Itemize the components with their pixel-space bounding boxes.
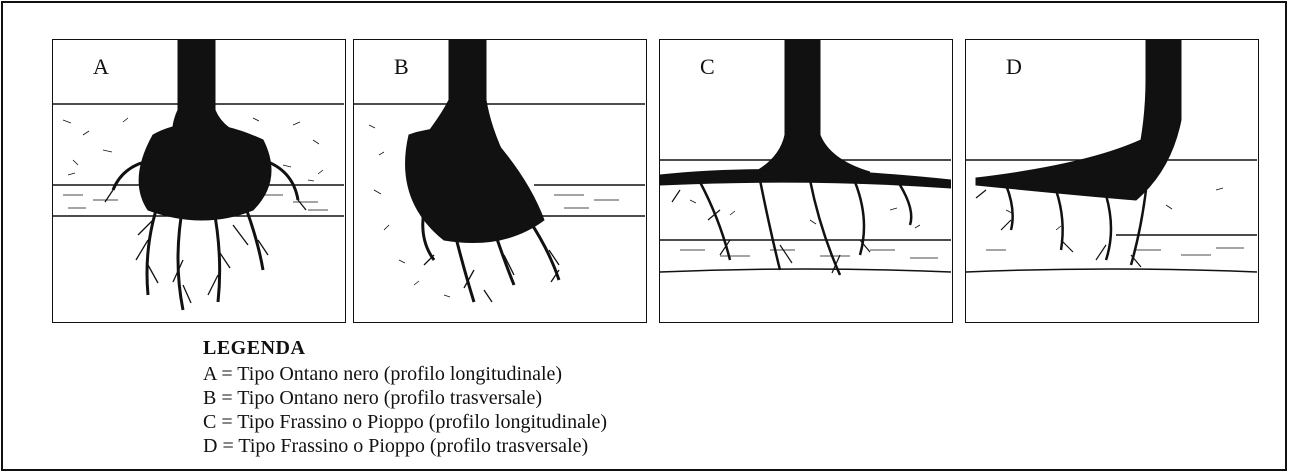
legend-item-c: C = Tipo Frassino o Pioppo (profilo long…: [203, 410, 607, 434]
root-drawing-a: [53, 40, 344, 321]
panel-b: B: [353, 39, 647, 323]
legend: LEGENDA A = Tipo Ontano nero (profilo lo…: [203, 337, 607, 458]
legend-title: LEGENDA: [203, 337, 607, 360]
root-drawing-b: [354, 40, 645, 321]
panel-d: D: [965, 39, 1259, 323]
trunk-and-roots-b: [406, 40, 559, 302]
root-drawing-c: [660, 40, 951, 321]
panel-label-d: D: [1006, 54, 1022, 80]
panel-c: C: [659, 39, 953, 323]
legend-item-d: D = Tipo Frassino o Pioppo (profilo tras…: [203, 434, 607, 458]
trunk-and-roots-a: [105, 40, 306, 310]
legend-item-b: B = Tipo Ontano nero (profilo trasversal…: [203, 386, 607, 410]
root-drawing-d: [966, 40, 1257, 321]
panel-label-b: B: [394, 54, 409, 80]
panel-label-a: A: [93, 54, 109, 80]
panel-a: A: [52, 39, 346, 323]
panel-label-c: C: [700, 54, 715, 80]
legend-item-a: A = Tipo Ontano nero (profilo longitudin…: [203, 362, 607, 386]
